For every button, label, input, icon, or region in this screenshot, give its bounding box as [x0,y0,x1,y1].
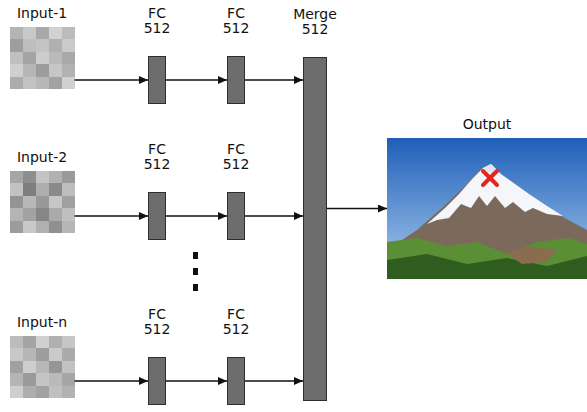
flow-arrow [75,215,149,216]
flow-arrow [245,380,303,381]
input-patch-shape [10,171,75,233]
layer-label: Merge 512 [289,7,341,37]
fc-layer-box: FC 512 [219,142,253,240]
layer-label: Input-2 [6,150,78,165]
fc-layer-box-shape [227,192,245,240]
fc-layer-box-shape [148,192,166,240]
fc-layer-box: FC 512 [140,307,174,405]
output-image: Output [387,117,587,279]
layer-label: FC 512 [219,307,253,337]
flow-arrow [166,215,227,216]
fc-layer-box-shape [227,56,245,104]
fc-layer-box: FC 512 [140,6,174,104]
fc-layer-box: FC 512 [219,307,253,405]
pixel-patch [10,171,75,233]
layer-label: Input-n [6,315,78,330]
layer-label: FC 512 [140,142,174,172]
flow-arrow [327,208,387,209]
layer-label: Output [442,117,532,132]
merge-layer-box-shape [303,57,327,401]
layer-label: FC 512 [219,142,253,172]
input-patch: Input-n [6,315,78,398]
pixel-patch [10,336,75,398]
layer-label: FC 512 [140,6,174,36]
layer-label: FC 512 [140,307,174,337]
layer-label: Input-1 [6,6,78,21]
layer-label: FC 512 [219,6,253,36]
flow-arrow [75,79,149,80]
flow-arrow [166,79,227,80]
flow-arrow [245,215,303,216]
input-patch-shape [10,27,75,89]
fc-layer-box: FC 512 [219,6,253,104]
ellipsis-dots [190,250,202,294]
mountain-photo [387,138,587,279]
fc-layer-box-shape [148,56,166,104]
flow-arrow [245,79,303,80]
input-patch: Input-2 [6,150,78,233]
flow-arrow [75,380,149,381]
fc-layer-box-shape [227,357,245,405]
flow-arrow [166,380,227,381]
merge-layer-box: Merge 512 [289,7,341,401]
fc-layer-box-shape [148,357,166,405]
pixel-patch [10,27,75,89]
input-patch: Input-1 [6,6,78,89]
fc-layer-box: FC 512 [140,142,174,240]
input-patch-shape [10,336,75,398]
output-image-shape [387,138,587,279]
